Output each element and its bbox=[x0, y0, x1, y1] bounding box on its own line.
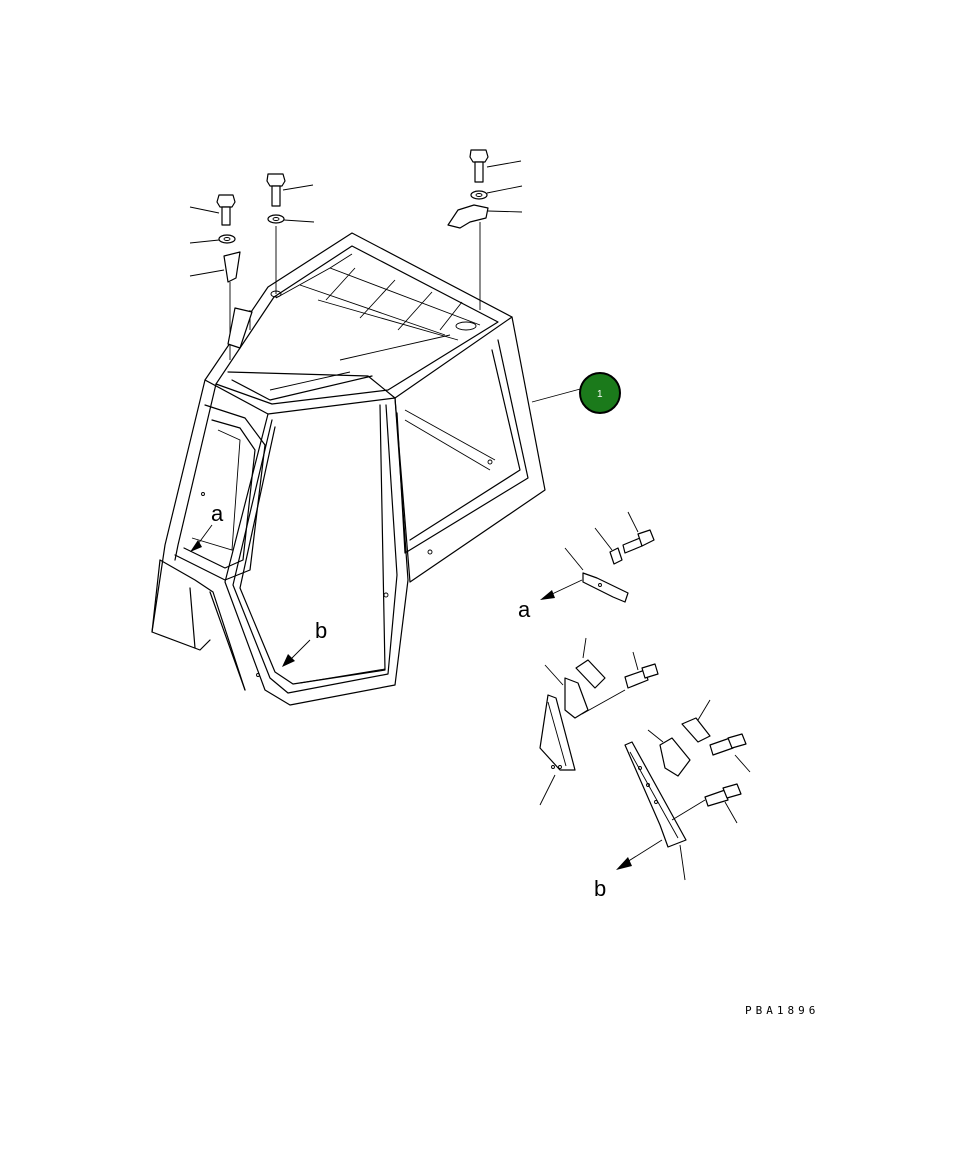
bolt-group-middle bbox=[266, 173, 315, 298]
cab-label-b: b bbox=[282, 618, 327, 667]
label-b-cab: b bbox=[315, 618, 327, 643]
label-a-cab: a bbox=[211, 501, 224, 526]
detail-a-bracket: a bbox=[518, 511, 655, 622]
cab-frame bbox=[151, 232, 546, 706]
cab-label-a: a bbox=[190, 501, 224, 552]
bolt-group-left bbox=[189, 194, 253, 360]
label-b-detail: b bbox=[594, 876, 606, 901]
callout-1[interactable]: 1 bbox=[531, 372, 621, 414]
callout-number: 1 bbox=[597, 389, 603, 400]
bolt-group-right bbox=[447, 149, 523, 331]
detail-b-brackets: b bbox=[539, 637, 751, 901]
label-a-detail: a bbox=[518, 597, 531, 622]
drawing-code: PBA1896 bbox=[745, 1004, 819, 1017]
